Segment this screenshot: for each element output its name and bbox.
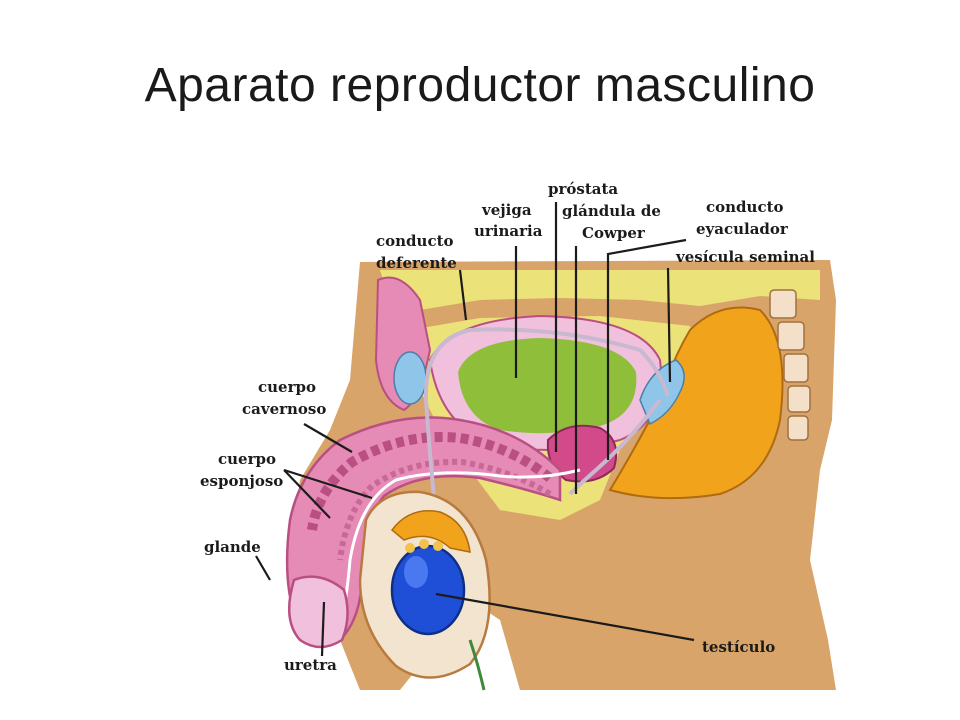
labels: próstata vejiga urinaria glándula de Cow… (200, 180, 815, 674)
seminal-vesicle (639, 359, 685, 426)
label-eyaculador-line1: conducto (706, 198, 784, 216)
label-uretra: uretra (284, 656, 337, 674)
pointer-uretra (320, 601, 326, 657)
glans (288, 575, 349, 649)
label-cavernoso-line1: cuerpo (258, 378, 316, 396)
label-eyaculador-line2: eyaculador (696, 220, 789, 238)
anatomy-illustration (285, 260, 836, 691)
label-cowper-line1: glándula de (562, 202, 661, 220)
pointer-testiculo (435, 592, 695, 642)
epididymis (390, 510, 471, 553)
corpus-spongiosum (337, 458, 552, 561)
label-esponjoso-line1: cuerpo (218, 450, 276, 468)
sacrum (769, 289, 811, 441)
pointer-esponjoso-a (283, 468, 373, 500)
testicle (390, 544, 466, 636)
pointer-vesicula (666, 267, 672, 383)
urethra-channel (334, 468, 581, 641)
bladder-lumen (458, 338, 637, 434)
fat-upper (380, 270, 820, 330)
label-vesicula: vesícula seminal (675, 248, 815, 266)
epididymis-nodules (405, 539, 443, 553)
pointer-glande (255, 555, 271, 581)
label-vejiga-line1: vejiga (481, 201, 532, 219)
label-cowper-line2: Cowper (582, 224, 646, 242)
label-esponjoso-line2: esponjoso (200, 472, 283, 490)
spermatic-vein (468, 639, 486, 691)
slide-title: Aparato reproductor masculino (144, 59, 816, 112)
pointer-eyaculador (606, 238, 687, 460)
label-cavernoso-line2: cavernoso (242, 400, 326, 418)
corpus-cavernosum (307, 432, 554, 531)
pointer-esponjoso-b (283, 469, 331, 519)
label-glande: glande (204, 538, 261, 556)
pointer-cavernoso (303, 423, 353, 453)
testicle-highlight (404, 556, 428, 588)
vas-deferens (423, 327, 670, 561)
pubic-bone (393, 351, 427, 405)
pointer-lines (255, 202, 695, 657)
pointer-deferente (458, 269, 468, 321)
label-deferente-line2: deferente (376, 254, 457, 272)
label-deferente-line1: conducto (376, 232, 454, 250)
ejaculatory-duct (568, 398, 662, 496)
label-vejiga-line2: urinaria (474, 222, 543, 240)
label-testiculo: testículo (702, 638, 775, 656)
label-prostata: próstata (548, 180, 618, 198)
